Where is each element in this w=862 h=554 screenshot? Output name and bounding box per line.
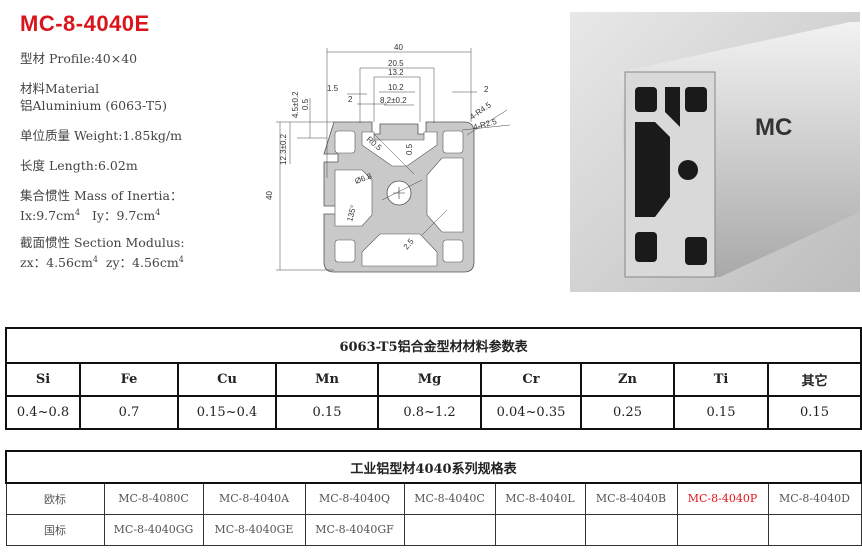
product-title: MC-8-4040E	[20, 11, 150, 36]
dim-label: 4.5±0.2	[291, 91, 300, 118]
element-value: 0.15~0.4	[177, 395, 277, 430]
element-value: 0.04~0.35	[480, 395, 582, 430]
dim-label: 40	[265, 191, 274, 200]
model-cell: MC-8-4040D	[767, 482, 862, 515]
dim-label: 135°	[345, 204, 358, 222]
element-header: Mg	[377, 362, 482, 397]
spec-modulus-values: zx：4.56cm4 zy：4.56cm4	[20, 251, 184, 271]
spec-modulus-label: 截面惯性 Section Modulus:	[20, 235, 185, 250]
element-value: 0.7	[79, 395, 179, 430]
series-table-caption: 工业铝型材4040系列规格表	[5, 450, 862, 484]
model-cell: MC-8-4040B	[584, 482, 678, 515]
model-cell	[403, 513, 496, 546]
model-cell	[494, 513, 586, 546]
exponent: 4	[92, 255, 98, 264]
model-cell	[584, 513, 678, 546]
spec-inertia-values: Ix:9.7cm4 Iy：9.7cm4	[20, 204, 160, 224]
exponent: 4	[74, 208, 81, 217]
model-cell	[676, 513, 769, 546]
product-photo: MC	[570, 12, 860, 292]
model-cell: MC-8-4040L	[494, 482, 586, 515]
model-cell: MC-8-4040Q	[304, 482, 405, 515]
exponent: 4	[178, 255, 184, 264]
spec-material-value: 铝Aluminium (6063-T5)	[20, 98, 167, 113]
spec-inertia-label: 集合惯性 Mass of Inertia：	[20, 188, 183, 203]
spec-length: 长度 Length:6.02m	[20, 158, 138, 173]
dim-label: 13.2	[388, 68, 404, 77]
spec-material-label: 材料Material	[20, 81, 100, 96]
row-label: 国标	[5, 513, 105, 546]
dim-label: 40	[394, 43, 403, 52]
element-value: 0.25	[580, 395, 675, 430]
element-value: 0.8~1.2	[377, 395, 482, 430]
exponent: 4	[155, 208, 161, 217]
dim-label: 8.2±0.2	[380, 96, 407, 105]
model-cell: MC-8-4040P	[676, 482, 769, 515]
inertia-ix: Ix:9.7cm	[20, 208, 75, 224]
element-header: Si	[5, 362, 81, 397]
dim-label: 20.5	[388, 59, 404, 68]
element-header: Fe	[79, 362, 179, 397]
spec-weight: 单位质量 Weight:1.85kg/m	[20, 128, 182, 143]
element-header: Ti	[673, 362, 769, 397]
element-value: 0.15	[673, 395, 769, 430]
dim-label: 10.2	[388, 83, 404, 92]
dim-label: 12.3±0.2	[279, 133, 288, 165]
element-value: 0.15	[766, 395, 862, 430]
modulus-zy: zy：4.56cm	[105, 255, 179, 271]
spec-profile: 型材 Profile:40×40	[20, 51, 138, 66]
dim-label: 0.5	[405, 143, 414, 155]
element-header: Zn	[580, 362, 675, 397]
profile-shape	[323, 121, 475, 273]
material-table-caption: 6063-T5铝合金型材材料参数表	[4, 327, 862, 364]
photo-logo: MC	[755, 114, 792, 141]
modulus-zx: zx：4.56cm	[20, 255, 93, 271]
model-cell: MC-8-4040GF	[304, 513, 405, 546]
element-header: 其它	[766, 362, 862, 397]
profile-drawing: 40 20.5 13.2 10.2 8.2±0.2 1.5 2 4.5±0.2 …	[265, 43, 511, 273]
element-header: Cr	[480, 362, 582, 397]
dim-label: 2	[484, 85, 489, 94]
model-cell: MC-8-4080C	[103, 482, 204, 515]
dim-label: 0.5	[301, 98, 310, 110]
inertia-iy: Iy：9.7cm	[91, 208, 156, 224]
model-cell: MC-8-4040GE	[202, 513, 306, 546]
row-label: 欧标	[5, 482, 105, 515]
element-header: Mn	[275, 362, 379, 397]
element-value: 0.4~0.8	[5, 395, 81, 430]
model-cell	[767, 513, 862, 546]
model-cell: MC-8-4040A	[202, 482, 306, 515]
element-header: Cu	[177, 362, 277, 397]
model-cell: MC-8-4040C	[403, 482, 496, 515]
model-cell: MC-8-4040GG	[103, 513, 204, 546]
dim-label: 2	[348, 95, 353, 104]
element-value: 0.15	[275, 395, 379, 430]
dimension-lines	[276, 48, 511, 271]
dim-label: 1.5	[327, 84, 339, 93]
